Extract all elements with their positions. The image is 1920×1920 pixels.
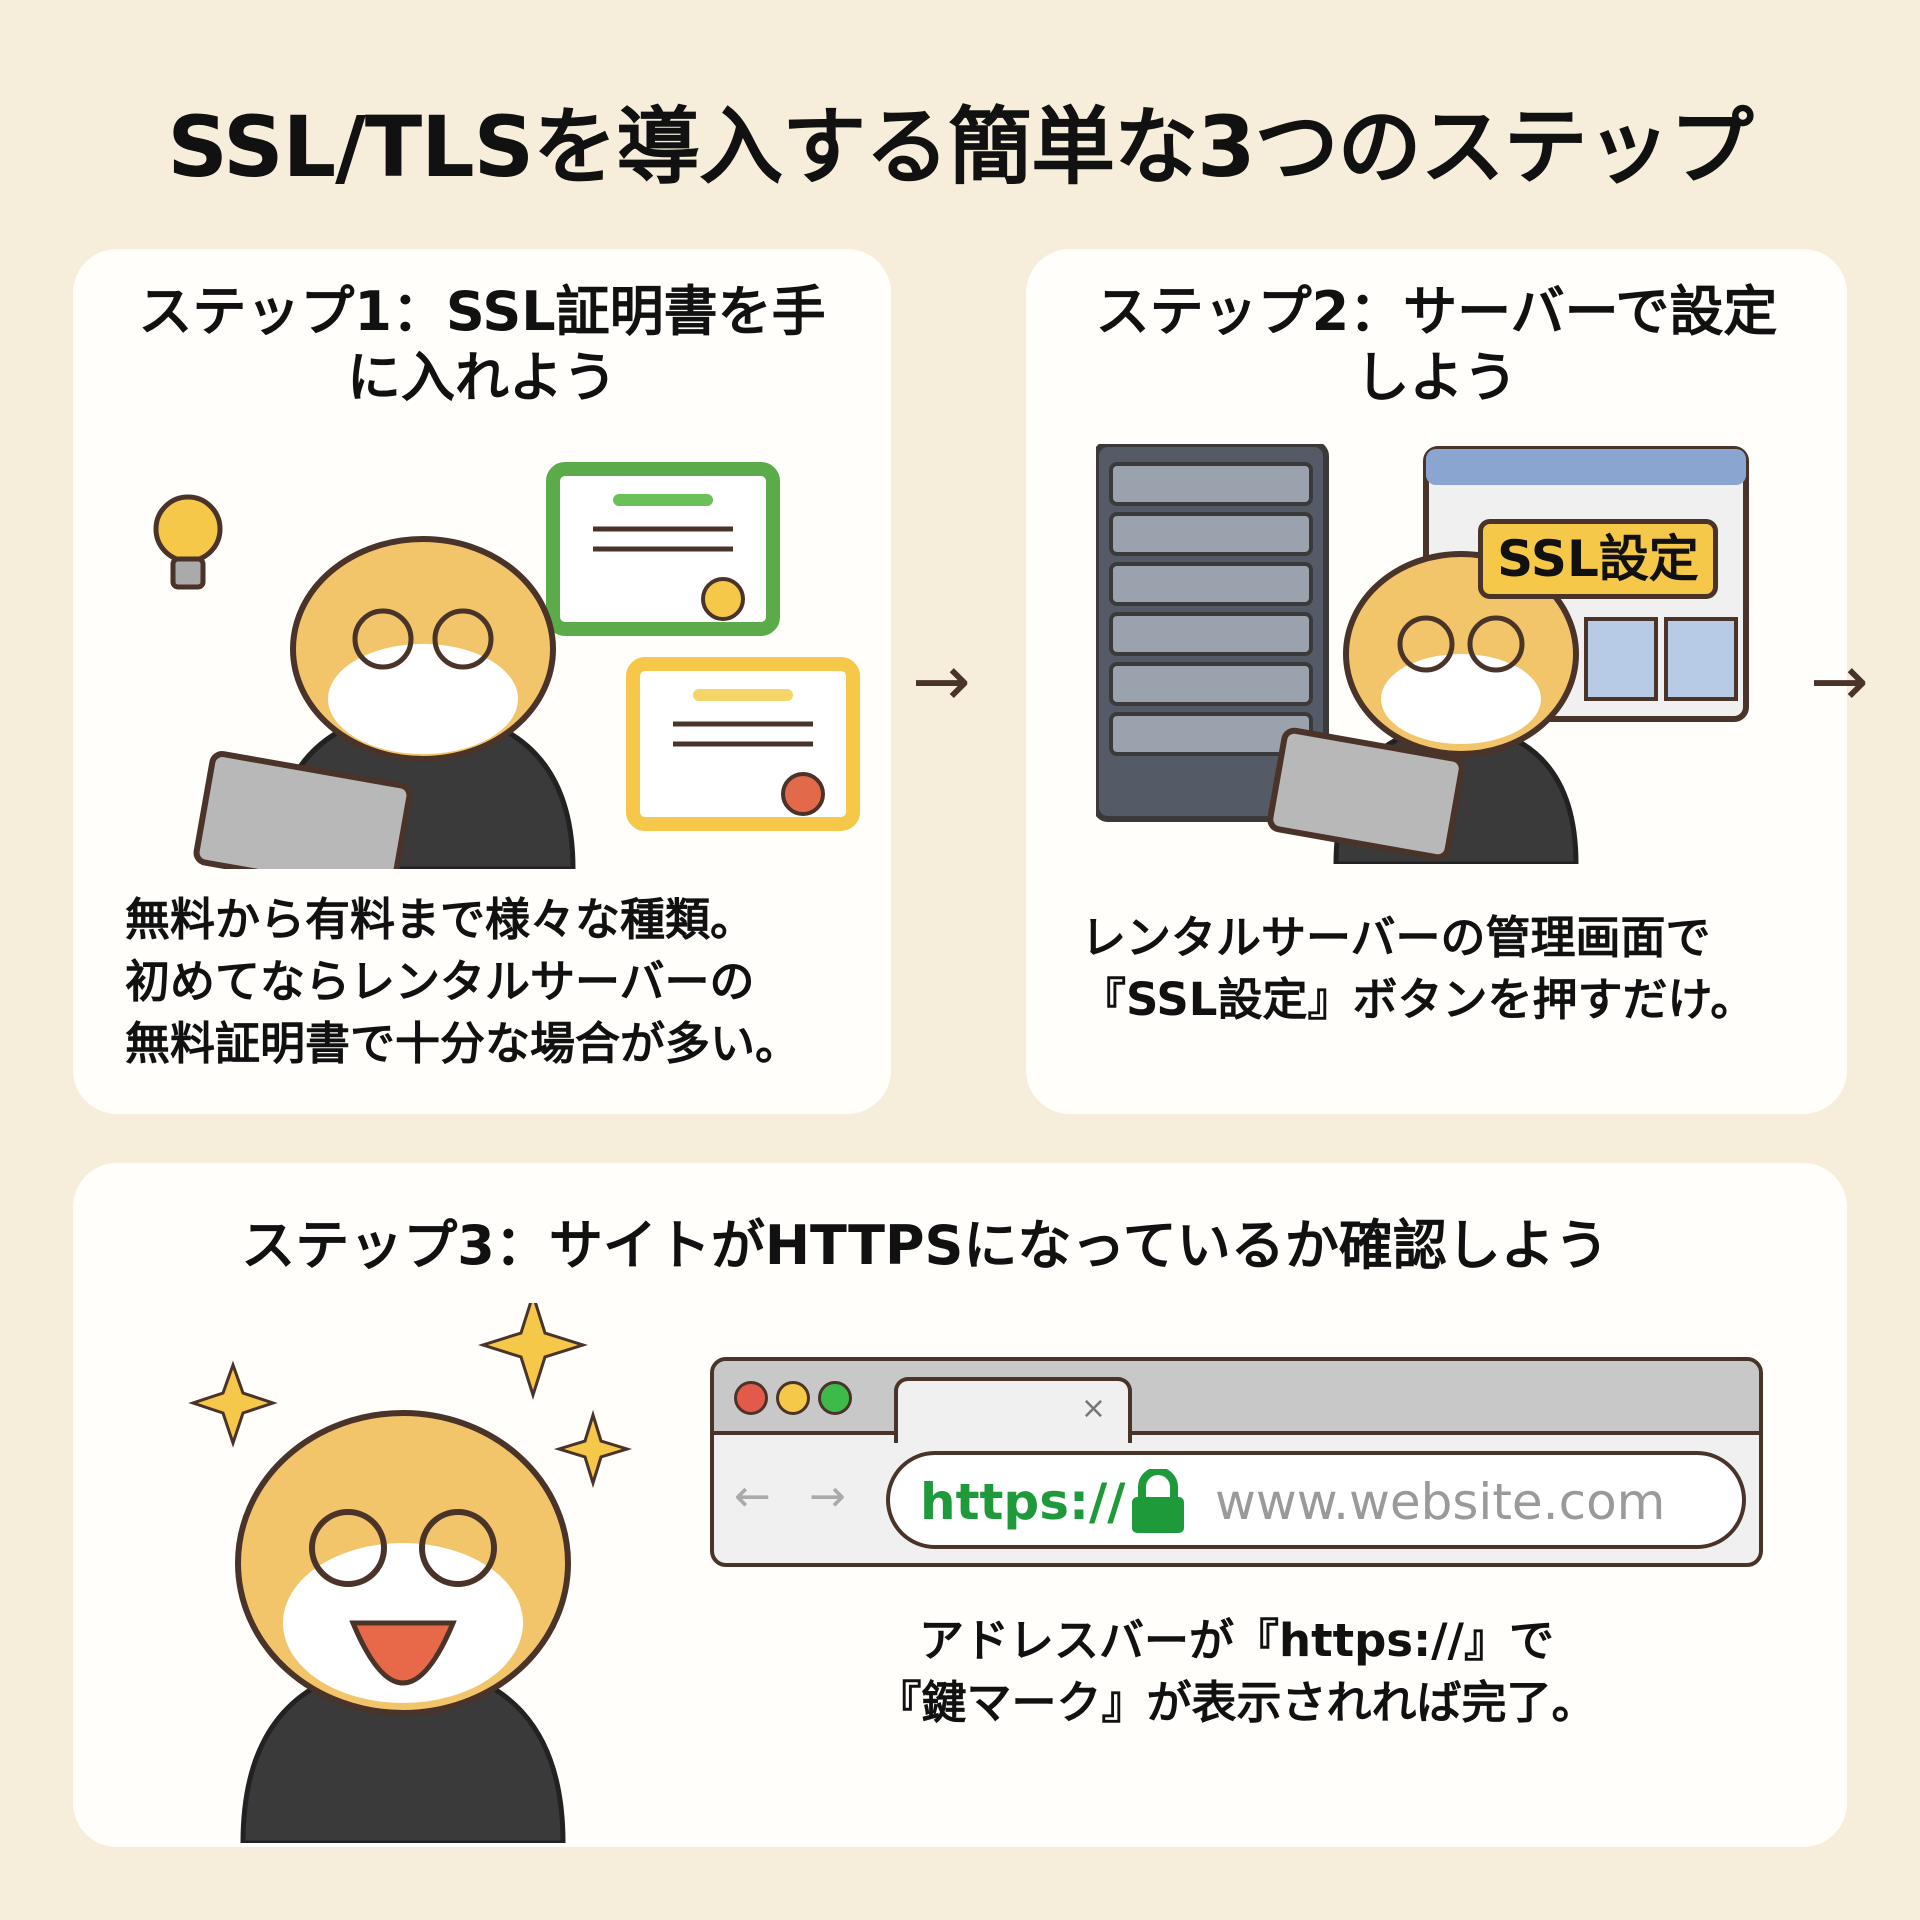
lock-icon	[1132, 1469, 1184, 1533]
browser-window: × ← → https:// www.website.com	[710, 1357, 1763, 1567]
arrow-icon: →	[1810, 640, 1869, 722]
step-1-illustration	[153, 462, 860, 869]
body-line: 無料から有料まで様々な種類。	[125, 893, 756, 946]
step-1-heading-line: に入れよう	[347, 346, 617, 409]
page-title: SSL/TLSを導入する簡単な3つのステップ	[167, 98, 1753, 196]
close-window-dot[interactable]	[734, 1381, 768, 1415]
step-1-heading-line: ステップ1：SSL証明書を手	[138, 280, 826, 343]
url-domain: www.website.com	[1215, 1473, 1666, 1531]
url-scheme: https://	[920, 1473, 1126, 1531]
step-2-heading-line: しよう	[1355, 346, 1518, 409]
maximize-window-dot[interactable]	[818, 1381, 852, 1415]
ssl-settings-button: SSL設定	[1478, 519, 1718, 599]
step-3-body: アドレスバーが『https://』で 『鍵マーク』が表示されれば完了。	[710, 1610, 1763, 1734]
character-with-laptop	[193, 536, 576, 869]
step-1-body: 無料から有料まで様々な種類。 初めてならレンタルサーバーの 無料証明書で十分な場…	[125, 889, 800, 1075]
step-1-card: ステップ1：SSL証明書を手 に入れよう	[73, 249, 891, 1114]
certificate-icon	[546, 462, 780, 636]
browser-tab[interactable]: ×	[894, 1377, 1132, 1443]
certificate-icon	[626, 657, 860, 831]
back-arrow-icon[interactable]: ←	[734, 1471, 771, 1522]
step-2-illustration	[1096, 444, 1749, 864]
step-1-heading: ステップ1：SSL証明書を手 に入れよう	[73, 279, 891, 411]
tab-bar	[714, 1361, 1759, 1435]
step-2-body: レンタルサーバーの管理画面で 『SSL設定』ボタンを押すだけ。	[1081, 907, 1755, 1031]
character-with-laptop	[1267, 551, 1579, 864]
lightbulb-icon	[153, 494, 223, 590]
arrow-icon: →	[912, 640, 971, 722]
sparkle-icon	[478, 1303, 588, 1400]
close-icon[interactable]: ×	[1080, 1391, 1106, 1426]
body-line: 初めてならレンタルサーバーの	[125, 955, 755, 1008]
minimize-window-dot[interactable]	[776, 1381, 810, 1415]
address-bar[interactable]: https:// www.website.com	[886, 1451, 1746, 1549]
sparkle-icon	[188, 1360, 278, 1448]
step-3-heading: ステップ3：サイトがHTTPSになっているか確認しよう	[241, 1214, 1609, 1277]
step-2-heading-line: ステップ2：サーバーで設定	[1095, 280, 1778, 343]
body-line: 『鍵マーク』が表示されれば完了。	[876, 1676, 1597, 1729]
sparkle-icon	[553, 1409, 633, 1489]
step-2-card: ステップ2：サーバーで設定 しよう	[1026, 249, 1847, 1114]
body-line: 無料証明書で十分な場合が多い。	[125, 1017, 801, 1070]
body-line: 『SSL設定』ボタンを押すだけ。	[1081, 973, 1756, 1026]
body-line: レンタルサーバーの管理画面で	[1081, 911, 1711, 964]
body-line: アドレスバーが『https://』で	[919, 1614, 1554, 1667]
step-2-heading: ステップ2：サーバーで設定 しよう	[1026, 279, 1847, 411]
happy-character-illustration	[188, 1303, 633, 1843]
forward-arrow-icon[interactable]: →	[809, 1471, 846, 1522]
